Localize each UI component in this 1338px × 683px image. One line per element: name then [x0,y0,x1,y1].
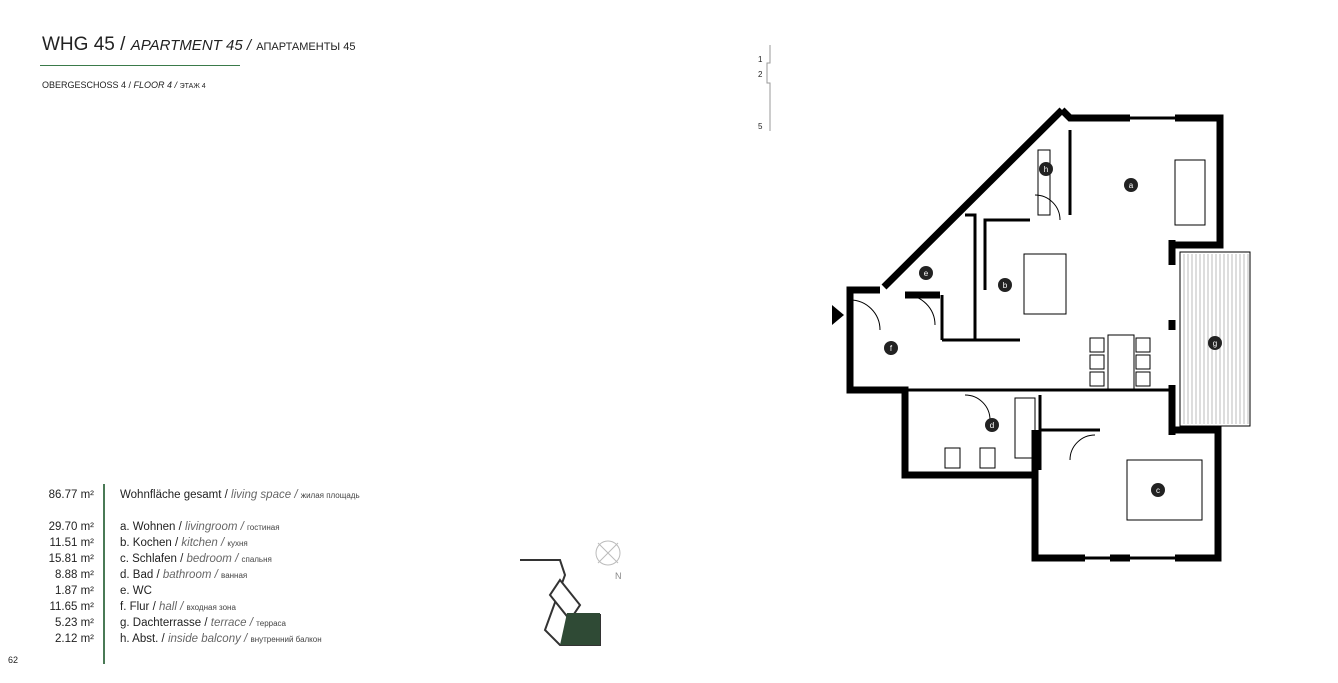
floor-2: 2 [758,70,763,79]
room-label-f: f [890,344,893,353]
area-value: 1.87 m² [55,585,94,597]
room-marker-f [884,341,898,355]
area-value: 5.23 m² [55,617,94,629]
page-title: WHG 45 / APARTMENT 45 / АПАРТАМЕНТЫ 45 [42,34,355,56]
entrance-arrow-icon [832,305,844,325]
room-area-row: 11.51 m² b. Kochen / kitchen / кухня [40,535,360,551]
area-table: 86.77 m² Wohnfläche gesamt / living spac… [40,487,360,647]
title-en: APARTMENT 45 / [130,37,251,54]
floor-plan: a b c d e f g h [832,107,1251,562]
area-value: 86.77 m² [48,489,94,501]
room-area-row: 5.23 m² g. Dachterrasse / terrace / терра… [40,615,360,631]
room-marker-e [919,266,933,280]
area-value: 15.81 m² [48,553,94,565]
area-label: f. Flur / hall / входная зона [120,601,236,613]
total-area-row: 86.77 m² Wohnfläche gesamt / living spac… [40,487,360,503]
room-marker-b [998,278,1012,292]
floor-ru: ЭТАЖ 4 [179,83,206,90]
floor-1: 1 [758,55,763,64]
area-label: e. WC [120,585,152,597]
title-divider [40,65,240,66]
site-overview-map: N [520,540,622,646]
area-value: 2.12 m² [55,633,94,645]
compass-north-label: N [615,571,622,581]
room-label-b: b [1003,281,1008,290]
room-marker-c [1151,483,1165,497]
title-de: WHG 45 / [42,34,126,55]
room-marker-d [985,418,999,432]
area-label: g. Dachterrasse / terrace / терраса [120,617,286,629]
room-area-row: 2.12 m² h. Abst. / inside balcony / внутр… [40,631,360,647]
page-number: 62 [8,655,19,665]
floor-de: OBERGESCHOSS 4 / [42,80,132,90]
room-label-c: c [1156,486,1160,495]
room-area-row: 8.88 m² d. Bad / bathroom / ванная [40,567,360,583]
area-divider [103,484,105,664]
room-label-g: g [1213,339,1217,348]
walls [846,107,1224,562]
area-label: b. Kochen / kitchen / кухня [120,537,248,549]
room-marker-a [1124,178,1138,192]
area-value: 11.65 m² [49,601,94,613]
room-area-row: 1.87 m² e. WC [40,583,360,599]
title-ru: АПАРТАМЕНТЫ 45 [256,41,356,53]
room-marker-g [1208,336,1222,350]
area-label: a. Wohnen / livingroom / гостиная [120,521,280,533]
room-marker-h [1039,162,1053,176]
area-label: c. Schlafen / bedroom / спальня [120,553,272,565]
room-label-e: e [924,269,929,278]
area-label: Wohnfläche gesamt / living space / жилая… [120,489,360,501]
room-label-a: a [1129,181,1134,190]
area-label: d. Bad / bathroom / ванная [120,569,248,581]
floor-en: FLOOR 4 / [133,80,178,90]
room-label-d: d [990,421,994,430]
area-value: 8.88 m² [55,569,94,581]
area-value: 29.70 m² [48,521,94,533]
room-label-h: h [1044,165,1048,174]
floor-subtitle: OBERGESCHOSS 4 / FLOOR 4 / ЭТАЖ 4 [42,80,206,90]
room-area-row: 29.70 m² a. Wohnen / livingroom / гостина… [40,519,360,535]
area-value: 11.51 m² [49,537,94,549]
floor-5: 5 [758,122,763,131]
room-area-row: 15.81 m² c. Schlafen / bedroom / спальня [40,551,360,567]
area-label: h. Abst. / inside balcony / внутренний б… [120,633,322,645]
apartment-highlight [560,613,600,645]
floor-indicator: 1 2 5 [750,45,790,135]
room-area-row: 11.65 m² f. Flur / hall / входная зона [40,599,360,615]
